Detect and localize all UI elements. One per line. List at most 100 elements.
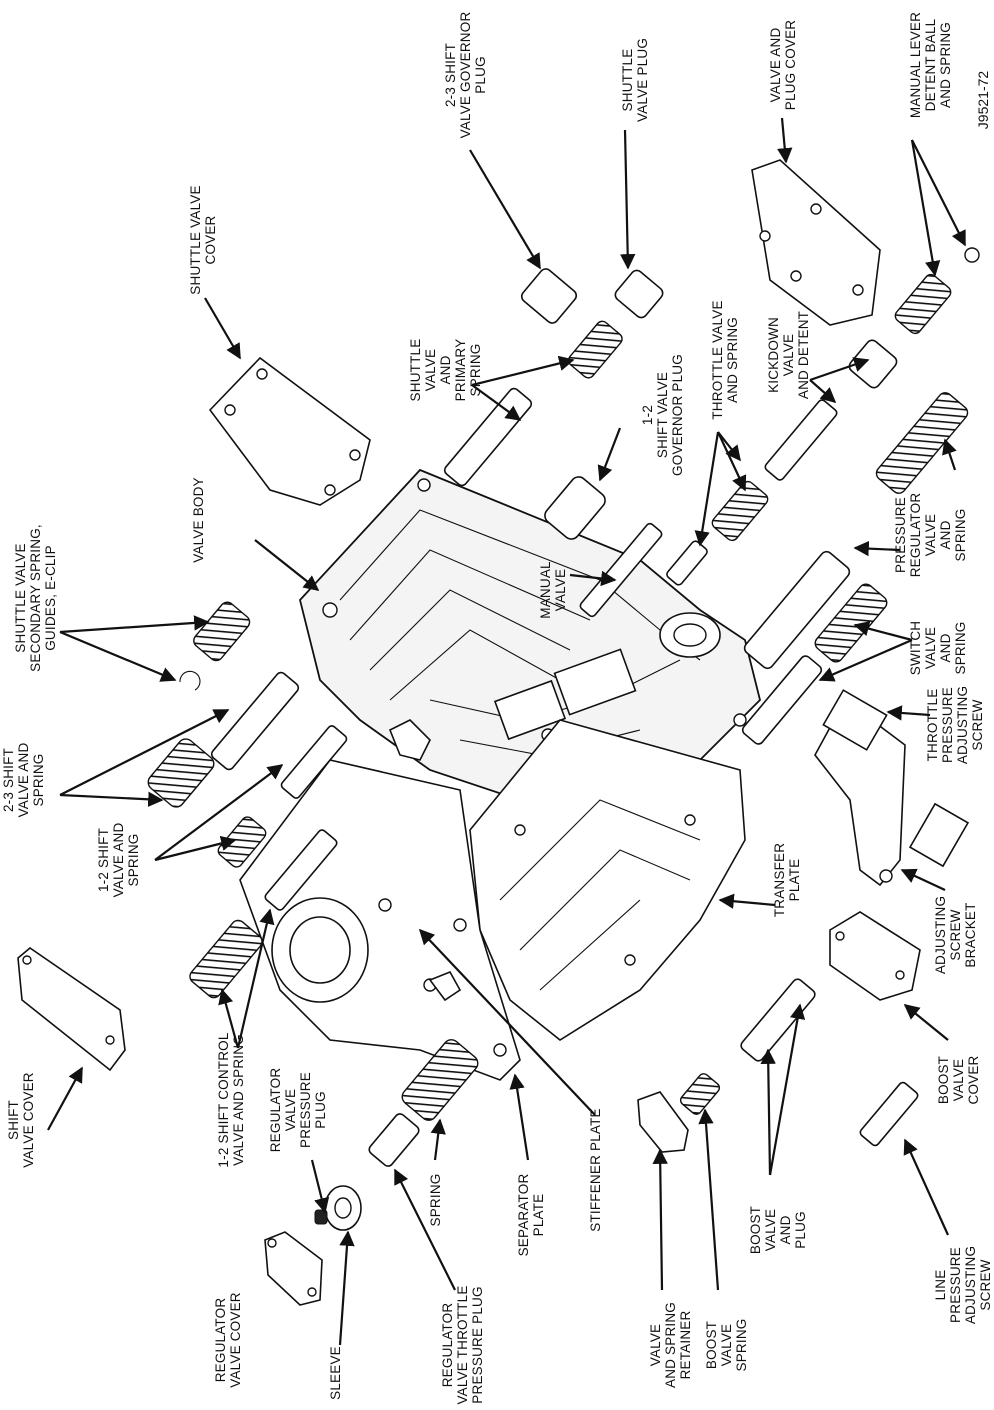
label-line: COVER — [203, 215, 218, 264]
label-line: 1-2 SHIFT — [96, 828, 111, 892]
label-line: PRESSURE PLUG — [470, 1286, 485, 1403]
label-valve-body: VALVE BODY — [191, 477, 206, 563]
label-line: SCREW — [948, 909, 963, 960]
label-manual-valve: MANUALVALVE — [538, 561, 568, 619]
label-line: SHIFT — [6, 1100, 21, 1140]
label-valve-and-plug-cover: VALVE ANDPLUG COVER — [768, 20, 798, 111]
label-line: PLUG — [313, 1091, 328, 1129]
label-line: SPRING — [31, 754, 46, 807]
label-line: PRIMARY — [453, 339, 468, 402]
label-line: BOOST — [748, 1206, 763, 1254]
label-throttle-valve-and-spring: THROTTLE VALVEAND SPRING — [710, 300, 740, 419]
transfer-plate — [469, 719, 746, 1041]
label-line: SWITCH — [908, 621, 923, 675]
label-line: PLUG COVER — [783, 20, 798, 111]
label-line: STIFFENER PLATE — [588, 1108, 603, 1232]
label-line: PRESSURE — [948, 1247, 963, 1323]
label-line: VALVE — [553, 569, 568, 612]
label-line: SCREW — [978, 1259, 993, 1310]
label-line: DETENT BALL — [923, 18, 938, 111]
label-line: BOOST — [704, 1321, 719, 1369]
label-shuttle-valve-cover: SHUTTLE VALVECOVER — [188, 185, 218, 294]
valve-and-plug-cover — [751, 159, 881, 326]
boost-valve-cover — [829, 911, 921, 1001]
label-line: GUIDES, E-CLIP — [43, 545, 58, 651]
label-kickdown-valve: KICKDOWNVALVEAND DETENT — [766, 311, 811, 399]
label-line: REGULATOR — [268, 1068, 283, 1153]
label-line: PLUG — [793, 1211, 808, 1249]
label-line: SHUTTLE — [620, 49, 635, 112]
label-line: AND — [938, 633, 953, 662]
label-separator-plate: SEPARATORPLATE — [516, 1174, 546, 1257]
label-line: 1-2 — [640, 405, 655, 425]
label-line: SHUTTLE VALVE — [188, 185, 203, 294]
label-line: PRESSURE — [940, 687, 955, 763]
figure-id: J9521-72 — [975, 71, 991, 130]
label-line: VALVE BODY — [191, 477, 206, 563]
label-line: SPRING — [734, 1319, 749, 1372]
label-line: VALVE — [951, 1059, 966, 1102]
label-line: VALVE GOVERNOR — [458, 12, 473, 139]
label-line: SECONDARY SPRING, — [28, 524, 43, 672]
regulator-valve-cover — [264, 1231, 323, 1306]
label-line: 1-2 SHIFT CONTROL — [216, 1032, 231, 1167]
label-line: AND SPRING — [663, 1302, 678, 1388]
label-line: VALVE COVER — [21, 1072, 36, 1168]
labels: J9521-72 2-3 SHIFTVALVE GOVERNORPLUG SHU… — [1, 12, 993, 1405]
label-line: RETAINER — [678, 1311, 693, 1380]
label-line: REGULATOR — [440, 1303, 455, 1388]
label-line: VALVE — [719, 1324, 734, 1367]
label-shuttle-valve-primary-spring: SHUTTLEVALVEANDPRIMARYSPRING — [408, 339, 483, 402]
label-sleeve: SLEEVE — [328, 1346, 343, 1400]
valve-body — [299, 468, 761, 801]
label-boost-valve-spring: BOOSTVALVESPRING — [704, 1319, 749, 1372]
label-shift-valve-cover: SHIFTVALVE COVER — [6, 1072, 36, 1168]
label-line: LINE — [933, 1270, 948, 1301]
label-line: ADJUSTING — [955, 686, 970, 764]
label-line: PRESSURE — [298, 1072, 313, 1148]
label-line: VALVE AND — [768, 28, 783, 103]
label-line: AND DETENT — [796, 311, 811, 399]
label-throttle-pressure-adjusting-screw: THROTTLEPRESSUREADJUSTINGSCREW — [925, 686, 985, 764]
label-line: MANUAL LEVER — [908, 12, 923, 118]
label-line: SPRING — [428, 1174, 443, 1227]
label-line-pressure-adjusting-screw: LINEPRESSUREADJUSTINGSCREW — [933, 1246, 993, 1324]
label-line: AND — [938, 520, 953, 549]
label-line: VALVE — [763, 1209, 778, 1252]
label-line: KICKDOWN — [766, 317, 781, 393]
label-line: MANUAL — [538, 561, 553, 619]
label-shuttle-valve-plug: SHUTTLEVALVE PLUG — [620, 38, 650, 122]
separator-plate — [239, 759, 521, 1081]
springs — [147, 273, 969, 1121]
label-line: SHUTTLE VALVE — [13, 543, 28, 652]
label-valve-and-spring-retainer: VALVEAND SPRINGRETAINER — [648, 1302, 693, 1388]
label-regulator-valve-throttle-pressure-plug: REGULATORVALVE THROTTLEPRESSURE PLUG — [440, 1285, 485, 1404]
label-line: VALVE — [648, 1324, 663, 1367]
label-line: VALVE AND — [16, 743, 31, 818]
label-line: 2-3 SHIFT — [1, 748, 16, 812]
leader-lines — [47, 117, 966, 1346]
label-line: THROTTLE — [925, 689, 940, 762]
label-line: VALVE — [923, 627, 938, 670]
label-transfer-plate: TRANSFERPLATE — [772, 843, 802, 917]
label-line: PLATE — [531, 1194, 546, 1237]
label-spring: SPRING — [428, 1174, 443, 1227]
label-adjusting-screw-bracket: ADJUSTINGSCREWBRACKET — [933, 896, 978, 974]
label-line: SLEEVE — [328, 1346, 343, 1400]
label-boost-valve-cover: BOOSTVALVECOVER — [936, 1055, 981, 1104]
label-line: SEPARATOR — [516, 1174, 531, 1257]
label-line: VALVE — [923, 514, 938, 557]
label-shuttle-valve-secondary-spring: SHUTTLE VALVESECONDARY SPRING,GUIDES, E-… — [13, 524, 58, 672]
label-line: BOOST — [936, 1056, 951, 1104]
label-boost-valve-and-plug: BOOSTVALVEANDPLUG — [748, 1206, 808, 1254]
label-line: REGULATOR — [908, 493, 923, 578]
label-line: SCREW — [970, 699, 985, 750]
shift-valve-cover — [17, 946, 126, 1072]
label-line: VALVE THROTTLE — [455, 1285, 470, 1404]
label-stiffener-plate: STIFFENER PLATE — [588, 1108, 603, 1232]
label-line: PRESSURE — [893, 497, 908, 573]
label-line: VALVE — [781, 334, 796, 377]
label-line: AND — [778, 1215, 793, 1244]
label-line: 2-3 SHIFT — [443, 43, 458, 107]
label-line: VALVE — [283, 1089, 298, 1132]
